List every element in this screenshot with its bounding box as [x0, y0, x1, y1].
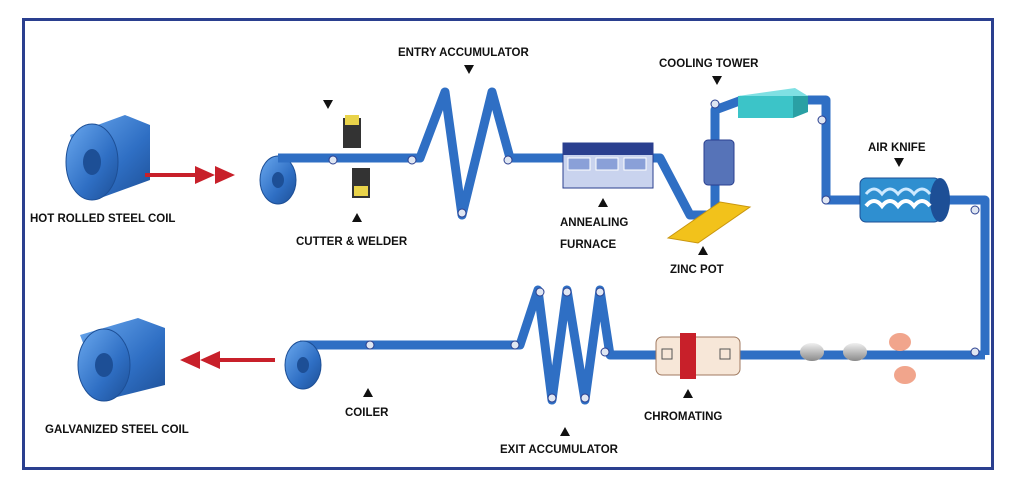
- zinc-pot-icon: [666, 201, 752, 244]
- triangle-pointer-icon: [894, 158, 904, 167]
- output-arrow-icon: [180, 351, 275, 369]
- chromating-icon: [655, 333, 741, 379]
- annealing-label-line2: FURNACE: [560, 239, 617, 251]
- triangle-pointer-icon: [363, 388, 373, 397]
- galvanized-coil-icon: [77, 318, 165, 402]
- triangle-pointer-icon: [323, 100, 333, 109]
- triangle-pointer-icon: [598, 198, 608, 207]
- exit-accumulator-label: EXIT ACCUMULATOR: [500, 444, 619, 456]
- triangle-pointer-icon: [712, 76, 722, 85]
- deflector-rollers: [328, 99, 980, 403]
- diagram-frame: [22, 18, 994, 470]
- triangle-pointer-icon: [464, 65, 474, 74]
- strip-bottom: [300, 285, 985, 405]
- chromating-label: CHROMATING: [644, 411, 722, 423]
- snout-icon: [703, 139, 735, 186]
- cooling-tower-label: COOLING TOWER: [659, 58, 759, 70]
- uncoiler-icon: [259, 155, 297, 205]
- cooling-tower-icon: [738, 88, 808, 118]
- annealing-label-line1: ANNEALING: [560, 217, 628, 229]
- triangle-pointer-icon: [560, 427, 570, 436]
- feed-arrow-icon: [145, 166, 235, 184]
- roller-icon: [800, 333, 916, 384]
- triangle-pointer-icon: [352, 213, 362, 222]
- coiler-icon: [284, 340, 322, 390]
- air-knife-icon: [859, 177, 950, 223]
- galvanized-coil-label: GALVANIZED STEEL COIL: [45, 424, 189, 436]
- hot-rolled-coil-label: HOT ROLLED STEEL COIL: [30, 213, 175, 225]
- zinc-pot-label: ZINC POT: [670, 264, 724, 276]
- triangle-pointer-icon: [683, 389, 693, 398]
- cutter-welder-icon: [343, 115, 370, 198]
- hot-rolled-coil-icon: [65, 115, 150, 201]
- triangle-pointer-icon: [698, 246, 708, 255]
- air-knife-label: AIR KNIFE: [868, 142, 926, 154]
- entry-accumulator-label: ENTRY ACCUMULATOR: [398, 47, 529, 59]
- coiler-label: COILER: [345, 407, 389, 419]
- annealing-furnace-icon: [562, 142, 654, 189]
- strip-top: [278, 87, 990, 355]
- cutter-welder-label: CUTTER & WELDER: [296, 236, 408, 248]
